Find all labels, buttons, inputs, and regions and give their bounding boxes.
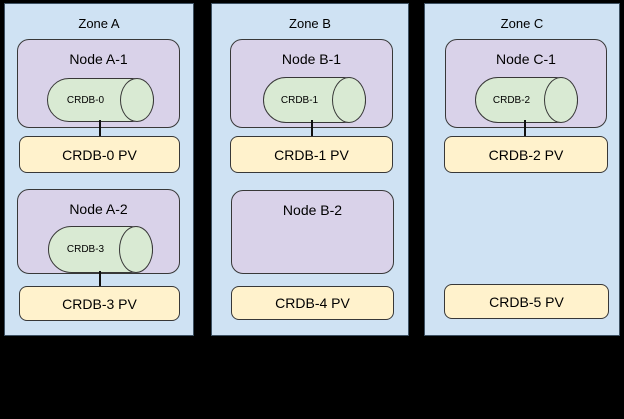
node-b2-box: Node B-2 xyxy=(231,190,394,274)
crdb-1-pod-cylinder: CRDB-1 xyxy=(263,77,366,123)
crdb-3-pv-label: CRDB-3 PV xyxy=(62,295,137,312)
node-b1-title: Node B-1 xyxy=(281,51,342,67)
crdb-0-pod-cylinder: CRDB-0 xyxy=(47,78,154,122)
crdb-0-pv-box: CRDB-0 PV xyxy=(19,136,180,173)
cylinder-end-icon xyxy=(544,77,578,123)
crdb-4-pv-box: CRDB-4 PV xyxy=(231,286,394,320)
crdb-3-pod-cylinder: CRDB-3 xyxy=(48,226,153,273)
cylinder-end-icon xyxy=(332,77,366,123)
connector-crdb-1-to-pv xyxy=(311,120,313,137)
crdb-1-pod-label: CRDB-1 xyxy=(280,94,319,106)
node-c1-box: Node C-1 CRDB-2 xyxy=(445,39,607,128)
zone-c-panel: Zone C Node C-1 CRDB-2 CRDB-2 PV CRDB-5 … xyxy=(424,3,620,336)
node-a2-title: Node A-2 xyxy=(69,201,128,217)
crdb-5-pv-label: CRDB-5 PV xyxy=(489,293,564,310)
zone-b-panel: Zone B Node B-1 CRDB-1 CRDB-1 PV Node B-… xyxy=(211,3,409,336)
zone-a-title: Zone A xyxy=(78,16,120,31)
cylinder-end-icon xyxy=(119,226,153,273)
crdb-4-pv-label: CRDB-4 PV xyxy=(275,295,350,311)
crdb-1-pv-label: CRDB-1 PV xyxy=(274,146,349,163)
cylinder-end-icon xyxy=(120,78,154,122)
crdb-2-pod-label: CRDB-2 xyxy=(492,94,531,106)
crdb-1-pv-box: CRDB-1 PV xyxy=(230,136,393,173)
node-a1-box: Node A-1 CRDB-0 xyxy=(17,39,180,128)
crdb-3-pv-box: CRDB-3 PV xyxy=(19,286,180,321)
node-b1-box: Node B-1 CRDB-1 xyxy=(230,39,393,128)
crdb-2-pv-box: CRDB-2 PV xyxy=(444,136,608,173)
zone-b-title: Zone B xyxy=(289,16,331,31)
crdb-2-pod-cylinder: CRDB-2 xyxy=(475,77,578,123)
crdb-5-pv-box: CRDB-5 PV xyxy=(444,284,609,319)
crdb-2-pv-label: CRDB-2 PV xyxy=(488,146,564,163)
zone-c-title: Zone C xyxy=(500,16,544,31)
node-a2-box: Node A-2 CRDB-3 xyxy=(17,189,180,274)
crdb-0-pv-label: CRDB-0 PV xyxy=(62,146,137,163)
connector-crdb-2-to-pv xyxy=(524,120,526,137)
node-b2-title: Node B-2 xyxy=(282,202,343,218)
node-c1-title: Node C-1 xyxy=(496,51,556,67)
crdb-0-pod-label: CRDB-0 xyxy=(66,94,105,106)
connector-crdb-3-to-pv xyxy=(99,271,101,287)
zone-a-panel: Zone A Node A-1 CRDB-0 CRDB-0 PV Node A-… xyxy=(4,3,194,336)
connector-crdb-0-to-pv xyxy=(99,120,101,137)
node-a1-title: Node A-1 xyxy=(69,51,128,67)
crdb-3-pod-label: CRDB-3 xyxy=(66,244,105,255)
